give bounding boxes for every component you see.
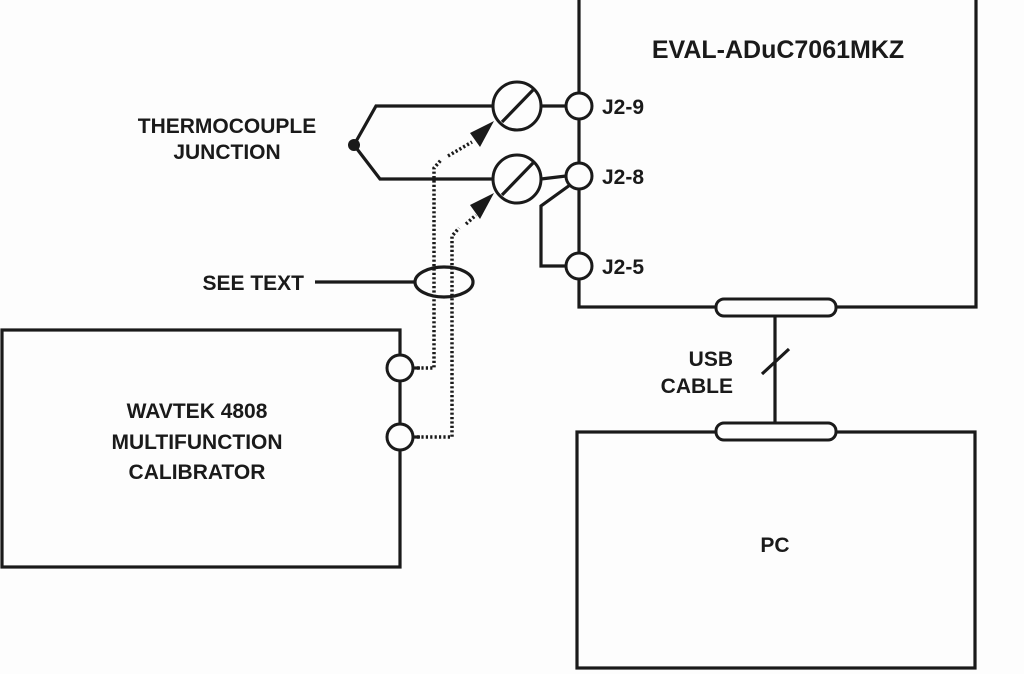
thermocouple-junction-dot: [348, 139, 360, 151]
screw-terminal-upper: [491, 80, 543, 132]
usb-connector-eval: [714, 297, 838, 318]
see-text-ellipse: [413, 265, 475, 299]
jumper-j2-8-j2-5: [539, 183, 571, 268]
pc-box: [575, 430, 977, 670]
terminal-j2-8: [564, 161, 594, 191]
see-text-label: SEE TEXT: [202, 272, 304, 295]
calibrator-lead-1-arrow-shaft: [447, 140, 473, 158]
terminal-j2-9: [564, 91, 594, 121]
usb-cable-label-line2: CABLE: [661, 375, 733, 398]
terminal-label-j2-5: J2-5: [602, 256, 644, 279]
calibrator-terminal-1: [385, 353, 415, 383]
usb-connector-pc: [714, 421, 838, 442]
eval-board-box: [577, 0, 978, 309]
calibrator-label-line2: MULTIFUNCTION: [111, 431, 282, 454]
usb-cable-slash: [760, 347, 791, 376]
thermocouple-wire-upper: [352, 104, 493, 146]
calibrator-label-line1: WAVTEK 4808: [127, 400, 268, 423]
usb-cable-label-line1: USB: [689, 348, 733, 371]
thermocouple-label-line1: THERMOCOUPLE: [138, 115, 317, 138]
terminal-label-j2-8: J2-8: [602, 166, 644, 189]
screw-terminal-lower: [491, 153, 543, 205]
calibrator-terminal-2: [385, 422, 415, 452]
wire-screw2-j2-8: [540, 174, 567, 181]
pc-label: PC: [760, 534, 789, 557]
calibrator-lead-2: [417, 226, 461, 439]
thermocouple-label-line2: JUNCTION: [173, 141, 280, 164]
terminal-j2-5: [564, 251, 594, 281]
terminal-label-j2-9: J2-9: [602, 96, 644, 119]
calibrator-lead-1: [417, 158, 443, 370]
eval-board-label: EVAL-ADuC7061MKZ: [652, 36, 904, 64]
arrow-head-icon: [470, 193, 494, 219]
thermocouple-wire-lower: [352, 144, 493, 181]
calibrator-lead-2-arrow-shaft: [464, 213, 478, 226]
calibrator-box: [0, 328, 402, 569]
calibrator-label-line3: CALIBRATOR: [129, 461, 266, 484]
arrow-head-icon: [470, 121, 494, 147]
